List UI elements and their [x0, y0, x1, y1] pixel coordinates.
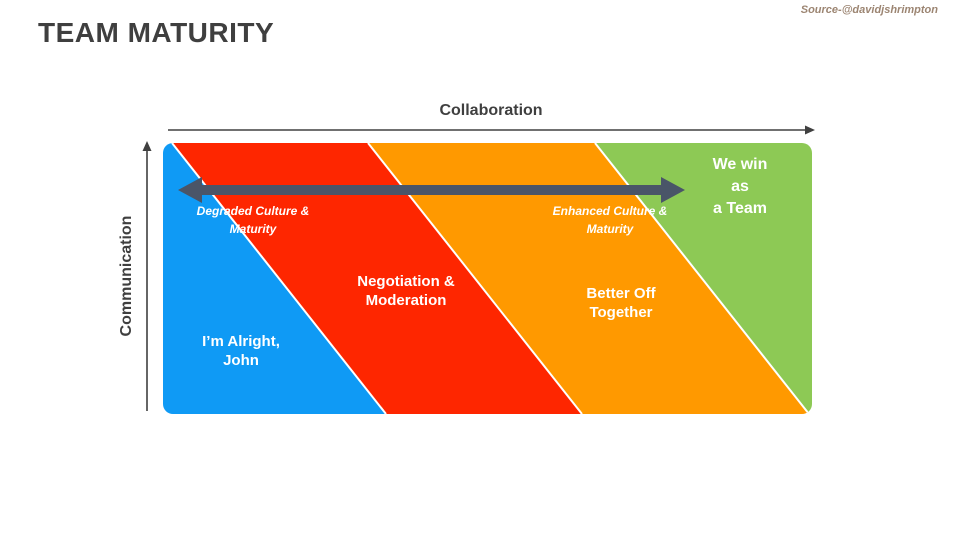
maturity-bands — [163, 143, 812, 414]
label-enhanced-culture: Enhanced Culture & Maturity — [552, 204, 668, 236]
band-label-im-alright-john: I’m Alright, John — [202, 333, 280, 369]
band-red — [172, 143, 582, 414]
label-degraded-culture: Degraded Culture & Maturity — [196, 204, 310, 236]
band-label-better-off-together: Better Off Together — [586, 285, 656, 321]
page-title: TEAM MATURITY — [38, 17, 275, 48]
maturity-diagram: Degraded Culture & Maturity Enhanced Cul… — [163, 143, 812, 414]
band-orange — [368, 143, 809, 414]
y-axis-arrow — [140, 141, 154, 416]
source-credit: Source-@davidjshrimpton — [800, 4, 938, 16]
band-blue — [163, 143, 386, 414]
up-arrow-icon — [142, 141, 152, 411]
x-axis-arrow — [168, 123, 816, 142]
y-axis-label: Communication — [118, 215, 135, 337]
x-axis-label: Collaboration — [439, 102, 543, 119]
right-arrow-icon — [168, 125, 815, 135]
band-label-we-win-as-a-team: We win as a Team — [712, 156, 768, 217]
band-label-negotiation-moderation: Negotiation & Moderation — [357, 273, 455, 309]
culture-arrow — [178, 177, 685, 203]
